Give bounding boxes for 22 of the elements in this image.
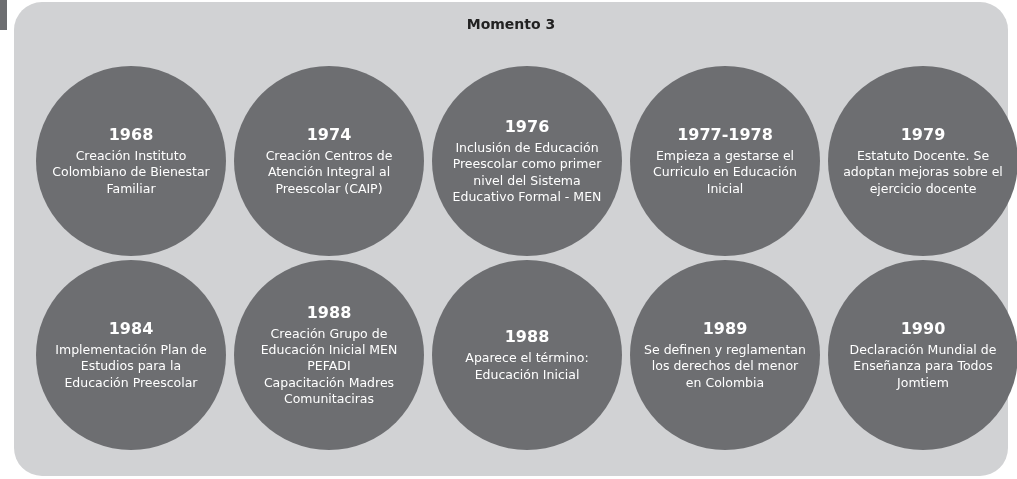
event-description: Creación Centros de Atención Integral al Preescolar (CAIP) <box>264 148 394 197</box>
year-heading: 1989 <box>702 319 748 339</box>
event-description: Creación Grupo de Educación Inicial MEN PEFADI <box>259 325 399 375</box>
event-description: Se definen y reglamentan los derechos del menor en Colombia <box>644 342 806 391</box>
year-heading: 1968 <box>108 125 154 145</box>
event-description: Creación Instituto Colombiano de Bienestar Familiar <box>51 148 211 197</box>
year-heading: 1974 <box>306 125 352 145</box>
event-description: Inclusión de Educación Preescolar como primer nivel del Sistema Educativo Formal - MEN <box>451 140 603 205</box>
event-description: Aparece el término: Educación Inicial <box>464 350 590 383</box>
event-description: Declaración Mundial de Enseñanza para Todos Jomtiem <box>848 342 998 391</box>
event-description: Capacitación Madres Comunitaciras <box>262 374 396 408</box>
event-description: Empieza a gestarse el Curriculo en Educación Inicial <box>652 148 798 197</box>
year-heading: 1984 <box>108 319 154 339</box>
year-heading: 1977-1978 <box>677 125 773 145</box>
year-heading: 1979 <box>900 125 946 145</box>
group-title: Momento 3 <box>466 16 556 32</box>
event-description: Estatuto Docente. Se adoptan mejoras sobre el ejercicio docente <box>842 148 1004 197</box>
event-description: Implementación Plan de Estudios para la Educación Preescolar <box>54 342 208 391</box>
year-heading: 1990 <box>900 319 946 339</box>
year-heading: 1976 <box>504 117 550 136</box>
year-heading: 1988 <box>306 302 352 322</box>
year-heading: 1988 <box>504 327 550 347</box>
